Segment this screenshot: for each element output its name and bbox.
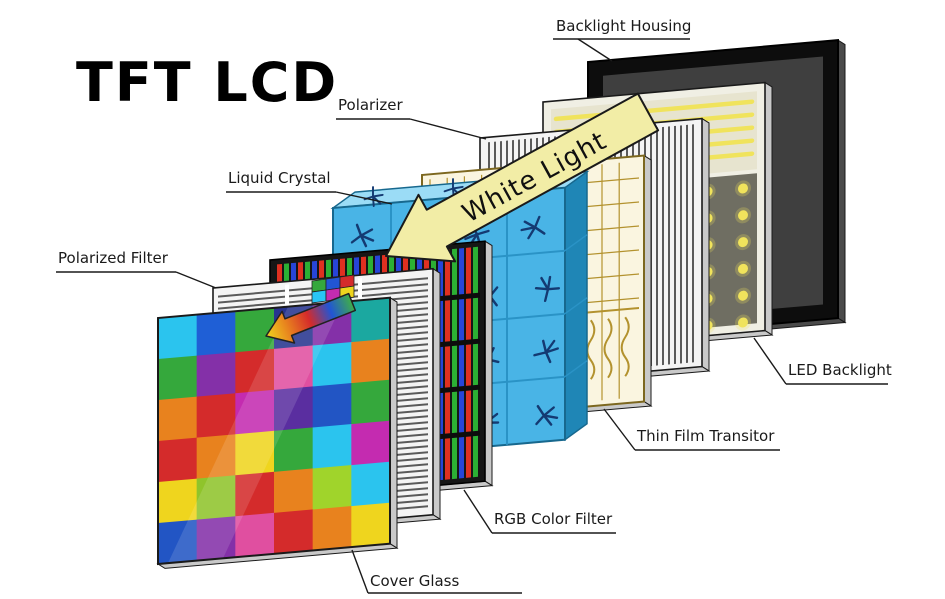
label-liquid-crystal-text: Liquid Crystal: [228, 169, 331, 187]
cover-glass-tile: [274, 468, 314, 514]
panel-edge: [484, 240, 493, 487]
cover-glass-tile: [274, 509, 314, 555]
cover-glass-tile: [196, 516, 236, 562]
label-polarizer: Polarizer: [336, 96, 487, 140]
layer-cover-glass: [156, 296, 399, 569]
panel-edge: [389, 296, 398, 550]
panel-edge: [701, 117, 710, 372]
cover-glass-tile: [158, 519, 198, 565]
label-backlight-housing-text: Backlight Housing: [556, 17, 691, 35]
label-liquid-crystal: Liquid Crystal: [226, 169, 393, 205]
label-led-backlight: LED Backlight: [753, 337, 892, 385]
label-backlight-housing-leader: [577, 38, 613, 62]
led-dot: [738, 183, 748, 194]
label-thin-film-transistor-leader: [603, 408, 636, 451]
label-cover-glass-text: Cover Glass: [370, 572, 459, 590]
colored-light-arrow: [265, 274, 357, 344]
cover-glass-tile: [196, 393, 236, 439]
cover-glass-tile: [351, 379, 391, 425]
cover-glass-tile: [274, 386, 314, 432]
cover-glass-tile: [158, 478, 198, 524]
label-polarizer-leader: [409, 118, 487, 140]
led-dot: [738, 210, 748, 221]
cover-glass-tile: [158, 396, 198, 442]
rgb-stripe: [452, 248, 457, 480]
cover-glass-tile: [274, 427, 314, 473]
panel-edge: [643, 154, 652, 407]
tft-trace: [603, 318, 613, 379]
cover-glass-tile: [235, 512, 275, 558]
tft-trace: [620, 316, 630, 377]
led-strip: [553, 99, 755, 122]
rgb-stripe: [473, 246, 478, 478]
cover-glass-tile: [312, 342, 352, 387]
cover-glass-tile: [312, 465, 352, 510]
cover-glass-tile: [312, 424, 352, 469]
label-polarized-filter-text: Polarized Filter: [58, 249, 169, 267]
label-cover-glass: Cover Glass: [351, 549, 522, 594]
cover-glass-tile: [235, 389, 275, 435]
panel-edge: [764, 81, 773, 336]
diagram-title: TFT LCD: [76, 51, 338, 114]
cover-glass-tile: [158, 355, 198, 401]
label-liquid-crystal-leader: [335, 191, 393, 205]
label-polarized-filter: Polarized Filter: [56, 249, 217, 289]
cover-glass-tile: [274, 345, 314, 391]
cover-glass-tile: [158, 437, 198, 483]
panel-edge: [837, 39, 846, 324]
cover-glass-tile: [196, 475, 236, 521]
label-rgb-color-filter-text: RGB Color Filter: [494, 510, 613, 528]
led-dot: [738, 237, 748, 248]
cover-glass-tile: [158, 314, 198, 360]
label-rgb-color-filter: RGB Color Filter: [463, 489, 616, 534]
cover-glass-tile: [312, 383, 352, 428]
cover-glass-tile: [196, 311, 236, 357]
cover-glass-tile: [351, 297, 391, 343]
label-thin-film-transistor: Thin Film Transitor: [603, 408, 780, 451]
rgb-stripe: [445, 249, 450, 480]
rainbow-arrow-shape: [265, 292, 357, 344]
led-dot: [738, 317, 748, 328]
label-polarizer-text: Polarizer: [338, 96, 403, 114]
label-polarized-filter-leader: [175, 271, 217, 289]
led-dot: [738, 263, 748, 274]
led-dot: [738, 290, 748, 301]
white-light-arrow-shape: [385, 92, 660, 263]
cover-glass-tile: [196, 434, 236, 480]
cover-glass-tile: [351, 338, 391, 384]
cover-glass-tile: [351, 420, 391, 466]
label-thin-film-transistor-text: Thin Film Transitor: [636, 427, 775, 445]
cover-glass-tile: [312, 506, 352, 551]
label-backlight-housing: Backlight Housing: [553, 17, 691, 62]
cover-glass-tile: [235, 430, 275, 476]
cover-glass-tile: [235, 471, 275, 517]
cover-glass-tile: [351, 502, 391, 548]
label-cover-glass-leader: [351, 549, 369, 594]
label-led-backlight-leader: [753, 337, 787, 385]
label-led-backlight-text: LED Backlight: [788, 361, 892, 379]
mini-pixel-swatch: [311, 274, 355, 304]
label-rgb-color-filter-leader: [463, 489, 493, 534]
panel-edge: [432, 267, 441, 521]
cover-glass-tile: [235, 348, 275, 394]
cover-glass-tile: [196, 352, 236, 398]
rgb-stripe: [459, 248, 464, 479]
cover-glass-tile: [235, 307, 275, 353]
cover-glass-tile: [351, 461, 391, 507]
rgb-stripe: [466, 247, 471, 478]
